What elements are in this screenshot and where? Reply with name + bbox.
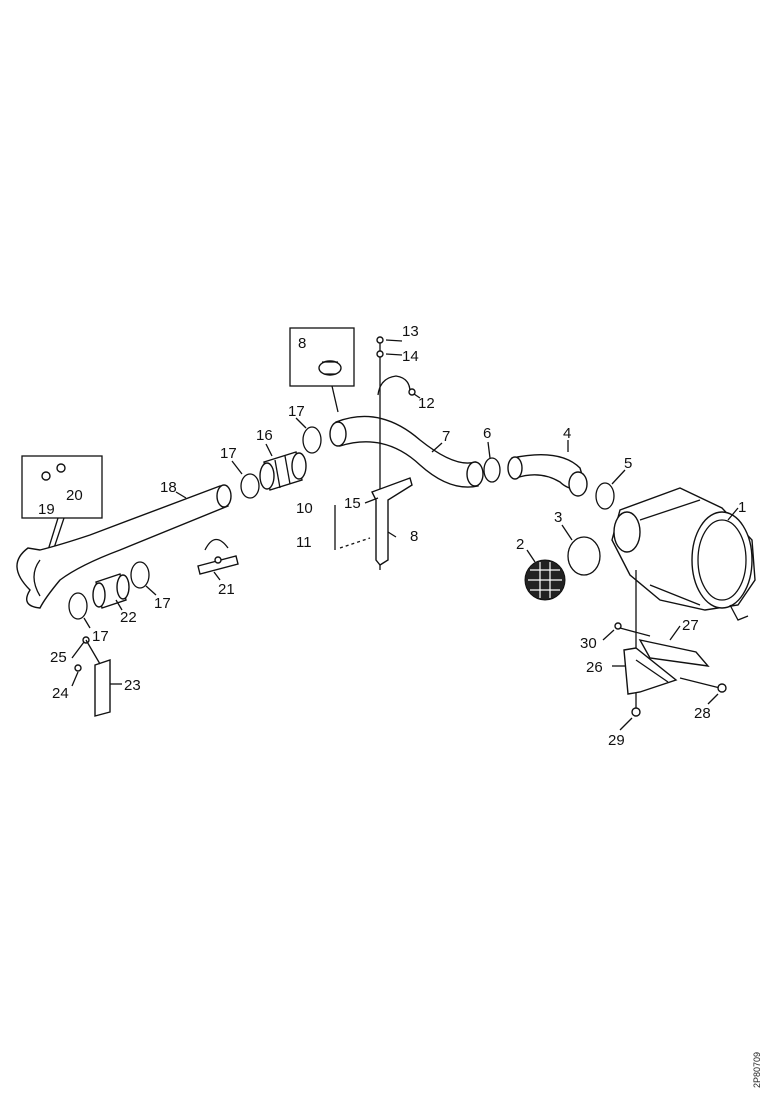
detail-inset-left [21,455,103,519]
mount-bracket-part-26 [623,647,678,695]
callout-8-bracket: 8 [410,528,418,545]
callout-13: 13 [402,323,419,340]
outlet-collar [613,511,641,553]
air-cleaner-part-1 [611,487,756,621]
support-part-23 [74,636,111,717]
callout-3: 3 [554,509,562,526]
callout-17-upper: 17 [220,445,237,462]
callout-11: 11 [296,534,312,551]
callout-18: 18 [160,479,177,496]
clamp-part-17-mid [302,426,322,454]
callout-4: 4 [563,425,571,442]
callout-30: 30 [580,635,597,652]
callout-5: 5 [624,455,632,472]
sleeve-part-16 [259,451,307,491]
callout-20: 20 [66,487,83,504]
seal-ring-part-3 [567,536,601,576]
callout-22: 22 [120,609,137,626]
sensor-part-8 [318,360,342,376]
reference-code-text: 2P80709 [752,1051,762,1088]
reference-code: 2P80709 [752,1040,766,1090]
u-clamp-part-12 [377,375,416,396]
callout-17-top: 17 [288,403,305,420]
clamp-part-5 [595,482,615,510]
callout-28: 28 [694,705,711,722]
callout-6: 6 [483,425,491,442]
callout-17-right: 17 [154,595,171,612]
callout-1: 1 [738,499,746,516]
mount-bracket-part-27 [638,638,710,667]
sleeve-part-22 [92,573,130,609]
screen-part-2 [524,559,566,601]
clamp-part-21 [197,538,239,575]
clamp-part-6 [483,457,501,483]
elbow-hose-part-4 [507,453,588,497]
tube-part-7 [329,415,484,488]
callout-14: 14 [402,348,419,365]
callout-15: 15 [344,495,361,512]
callout-2: 2 [516,536,524,553]
callout-27: 27 [682,617,699,634]
clamp-part-17-left [68,592,88,620]
callout-19: 19 [38,501,55,518]
callout-8-inset: 8 [298,335,306,352]
callout-25: 25 [50,649,67,666]
callout-17-left: 17 [92,628,109,645]
callout-7: 7 [442,428,450,445]
callout-12: 12 [418,395,435,412]
callout-23: 23 [124,677,141,694]
callout-26: 26 [586,659,603,676]
detail-inset-top [289,327,355,387]
callout-16: 16 [256,427,273,444]
tube-part-18 [16,484,232,609]
callout-10: 10 [296,500,313,517]
bracket-part-9 [371,477,413,566]
leader-lines [71,339,739,731]
callout-21: 21 [218,581,235,598]
clamp-part-17-upper [240,473,260,499]
callout-29: 29 [608,732,625,749]
callout-24: 24 [52,685,69,702]
clamp-part-17-right [130,561,150,589]
